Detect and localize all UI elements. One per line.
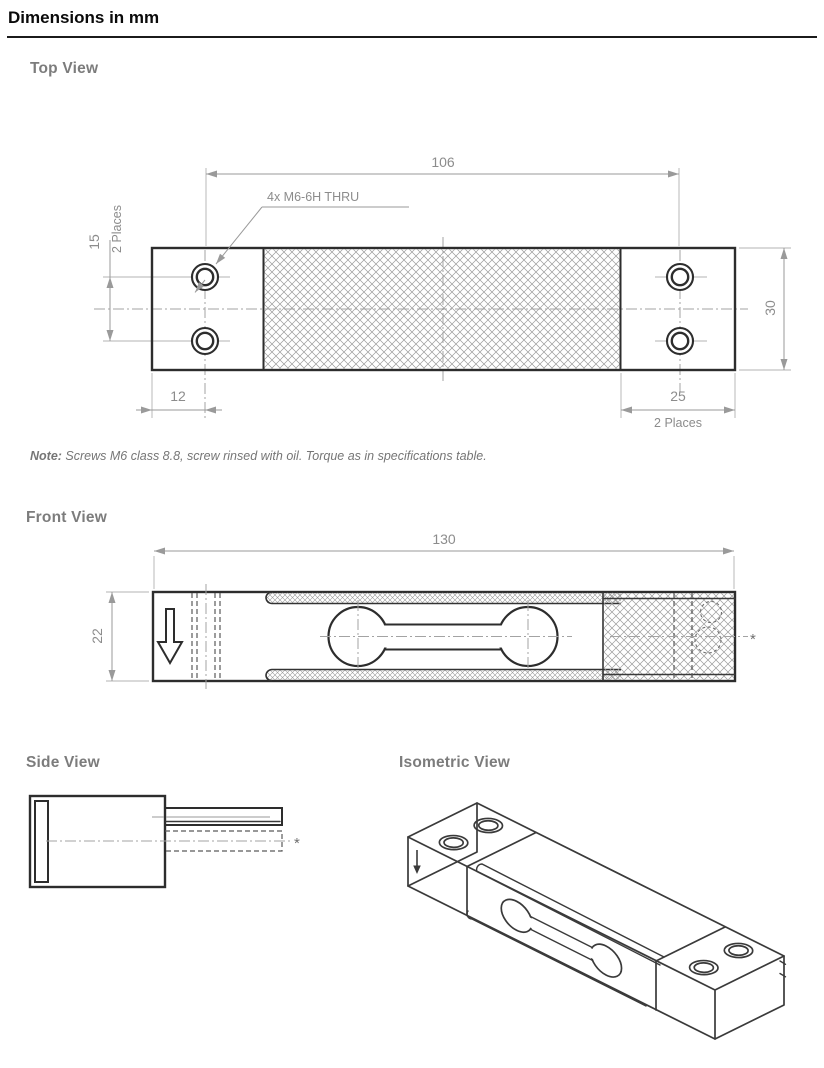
dim-25: 25 2 Places: [620, 373, 736, 430]
hole-callout: 4x M6-6H THRU: [194, 190, 409, 293]
note-label: Note:: [30, 449, 62, 463]
dim-30: 30: [739, 247, 791, 371]
hidden-hole-lines: [191, 584, 221, 689]
page-title: Dimensions in mm: [8, 8, 160, 27]
side-tongue-solid: [152, 807, 283, 826]
hole-callout-text: 4x M6-6H THRU: [267, 190, 359, 204]
iso-load-arrow: [413, 850, 421, 874]
dim-15-places-text: 2 Places: [110, 205, 124, 253]
header-divider: [7, 36, 817, 38]
asterisk-marker: *: [750, 631, 756, 648]
top-cut-band: [265, 591, 621, 605]
dim-12: 12: [136, 373, 222, 418]
dim-130-text: 130: [432, 531, 456, 547]
crosshatch-area: [264, 249, 620, 369]
top-view-drawing: 106 4x M6-6H THRU 15 2 Places: [86, 154, 791, 430]
side-tongue-hidden: [165, 830, 283, 852]
note: Note: Screws M6 class 8.8, screw rinsed …: [30, 449, 487, 463]
front-center-lines: [320, 600, 748, 674]
dim-25-text: 25: [670, 388, 686, 404]
dim-22-text: 22: [89, 628, 105, 644]
hidden-circle: [699, 600, 723, 624]
note-text: Screws M6 class 8.8, screw rinsed with o…: [61, 449, 487, 463]
iso-holes: [434, 816, 759, 978]
hole: [190, 326, 220, 356]
hole: [665, 326, 695, 356]
hole: [190, 262, 220, 292]
dim-15-text: 15: [86, 234, 102, 250]
front-view-drawing: 130 22: [89, 531, 756, 689]
dim-106: 106: [206, 154, 679, 178]
dim-25-places-text: 2 Places: [654, 416, 702, 430]
hole: [665, 262, 695, 292]
dim-106-text: 106: [431, 154, 455, 170]
dim-22: 22: [89, 591, 149, 682]
isometric-drawing: [407, 802, 787, 1040]
bottom-cut-band: [265, 668, 621, 682]
iso-edges: [407, 802, 785, 1040]
iso-end-ticks: [779, 960, 787, 978]
front-view-label: Front View: [26, 509, 107, 526]
iso-dog-bone: [501, 894, 621, 983]
load-arrow: [156, 608, 184, 666]
side-view-label: Side View: [26, 754, 100, 771]
dim-130: 130: [153, 531, 735, 589]
top-body: [150, 246, 737, 372]
side-view-drawing: *: [28, 794, 300, 889]
dim-15: 15 2 Places: [86, 205, 124, 341]
hidden-circle: [694, 626, 722, 654]
iso-recess-lips: [466, 863, 665, 1007]
top-view-label: Top View: [30, 60, 99, 77]
isometric-view-label: Isometric View: [399, 754, 511, 771]
dim-30-text: 30: [762, 300, 778, 316]
dim-12-text: 12: [170, 388, 186, 404]
asterisk-marker: *: [294, 835, 300, 852]
